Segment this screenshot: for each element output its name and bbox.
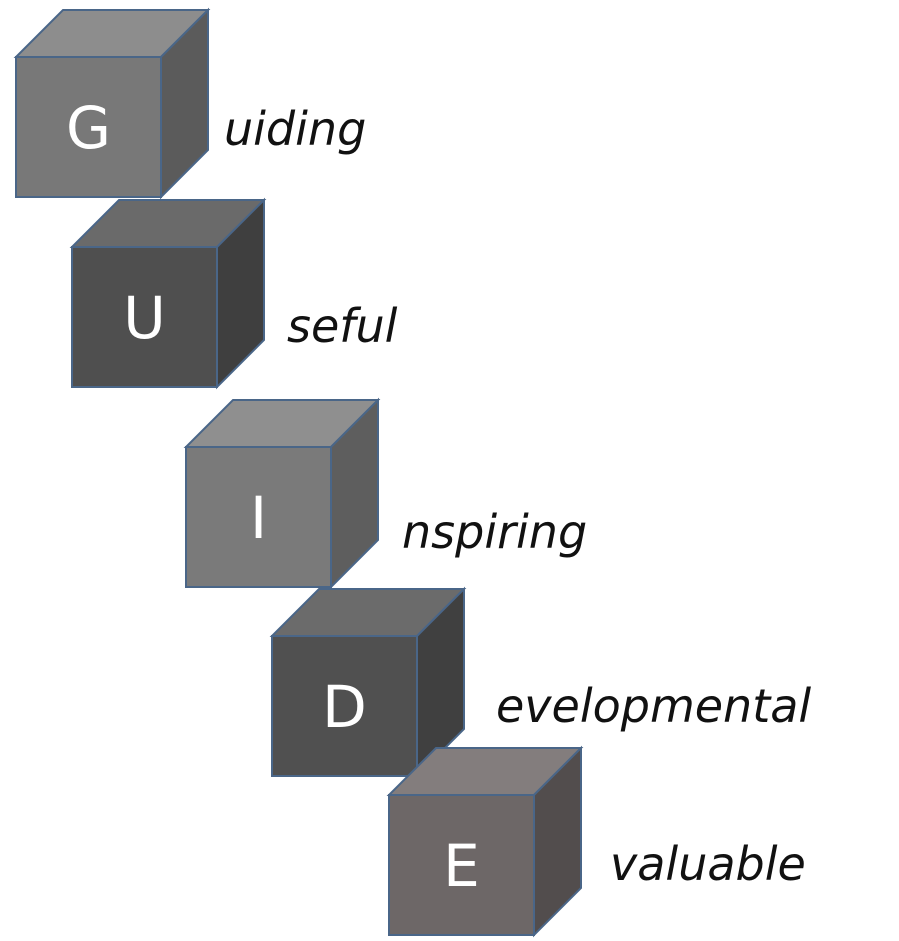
acronym-word: nspiring: [402, 505, 587, 559]
cube-letter: D: [322, 673, 367, 741]
cube-front-face: [388, 794, 535, 936]
cube-front-face: [185, 446, 332, 588]
cube-letter: G: [66, 94, 111, 162]
cube-front-face: [271, 635, 418, 777]
cube-letter: E: [443, 832, 480, 900]
cube-letter: I: [250, 484, 267, 552]
acronym-word: valuable: [610, 837, 806, 891]
cube-letter: U: [123, 284, 165, 352]
cube-front-face: [15, 56, 162, 198]
acronym-word: seful: [287, 299, 398, 353]
acronym-word: evelopmental: [496, 679, 811, 733]
acronym-word: uiding: [224, 102, 366, 156]
cube-front-face: [71, 246, 218, 388]
